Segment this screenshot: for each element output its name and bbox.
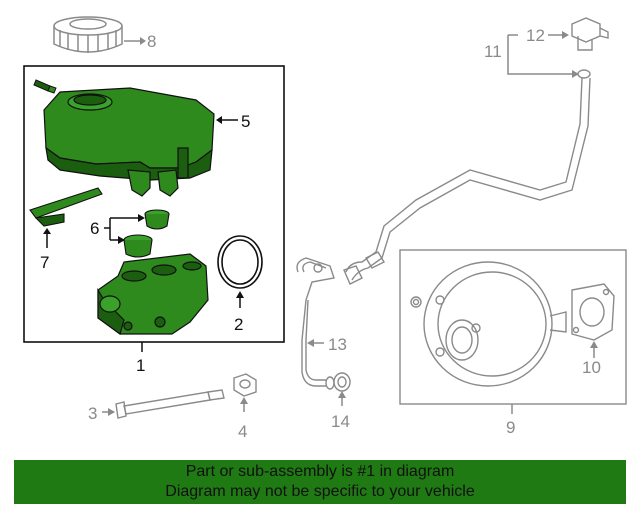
callout-8[interactable]: 8 xyxy=(147,32,156,51)
callout-2[interactable]: 2 xyxy=(234,315,243,334)
reservoir-grommet-part[interactable] xyxy=(123,209,170,258)
leader-arrow-2 xyxy=(236,291,244,298)
assembly-box-9 xyxy=(399,249,627,405)
notice-line-2: Diagram may not be specific to your vehi… xyxy=(165,483,475,500)
mounting-bolt-part[interactable] xyxy=(115,389,225,419)
leader-arrow-3 xyxy=(108,408,115,416)
reservoir-cap-part[interactable] xyxy=(53,16,123,53)
leader-arrow-7 xyxy=(43,228,51,234)
callout-9[interactable]: 9 xyxy=(506,418,515,437)
notice-line-1: Part or sub-assembly is #1 in diagram xyxy=(185,463,455,480)
seal-washer-part[interactable] xyxy=(333,372,351,392)
vacuum-hose-part[interactable] xyxy=(296,257,335,390)
assembly-box-1 xyxy=(23,65,285,343)
callout-3[interactable]: 3 xyxy=(88,404,97,423)
vacuum-line-part[interactable] xyxy=(343,69,591,285)
bleeder-screw-part[interactable] xyxy=(33,79,57,94)
leader-arrow-14 xyxy=(338,391,346,398)
callout-11[interactable]: 11 xyxy=(484,42,502,61)
fluid-reservoir-part[interactable] xyxy=(43,87,215,197)
leader-arrow-8 xyxy=(140,37,146,45)
callout-12[interactable]: 12 xyxy=(526,26,545,45)
leader-arrow-11 xyxy=(572,70,579,78)
brake-booster-part[interactable] xyxy=(410,261,567,387)
leader-bracket-11 xyxy=(507,34,572,75)
callout-13[interactable]: 13 xyxy=(328,335,347,354)
fluid-level-sensor-part[interactable] xyxy=(29,187,103,227)
leader-arrow-5 xyxy=(216,116,222,124)
callout-1[interactable]: 1 xyxy=(136,356,145,375)
brake-master-cylinder-diagram: 8 5 7 6 xyxy=(23,16,627,441)
master-cylinder-body-part[interactable] xyxy=(97,253,209,335)
hex-nut-part[interactable] xyxy=(233,373,257,397)
callout-5[interactable]: 5 xyxy=(241,112,250,131)
diagram-notice-banner: Part or sub-assembly is #1 in diagram Di… xyxy=(14,460,626,504)
leader-arrow-10 xyxy=(590,341,598,348)
leader-arrow-13 xyxy=(307,339,314,347)
leader-arrow-6a xyxy=(138,214,145,222)
leader-arrow-4 xyxy=(240,397,248,404)
leader-arrow-6b xyxy=(118,236,125,244)
o-ring-seal-part[interactable] xyxy=(217,235,263,289)
check-valve-part[interactable] xyxy=(571,17,609,51)
callout-14[interactable]: 14 xyxy=(331,412,350,431)
booster-gasket-part[interactable] xyxy=(571,283,615,341)
leader-lines-6 xyxy=(104,217,138,241)
callout-10[interactable]: 10 xyxy=(582,358,601,377)
callout-7[interactable]: 7 xyxy=(40,253,49,272)
leader-arrow-12 xyxy=(562,31,569,39)
callout-6[interactable]: 6 xyxy=(90,219,99,238)
callout-4[interactable]: 4 xyxy=(238,422,247,441)
